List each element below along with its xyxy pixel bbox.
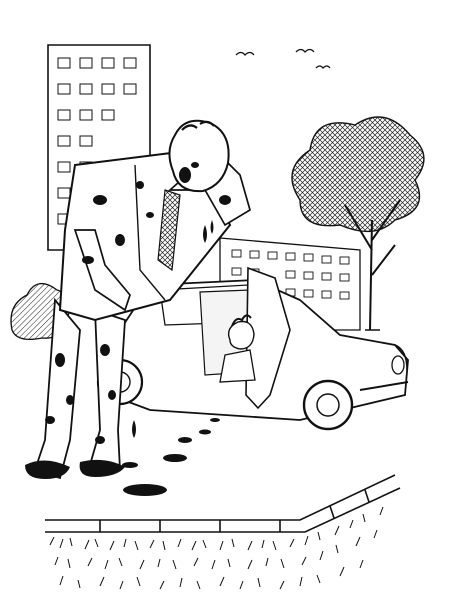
drip-1: [203, 225, 207, 243]
open-car-door: [245, 266, 291, 410]
necktie: [157, 189, 181, 272]
head: [168, 119, 230, 193]
driver: [219, 314, 256, 383]
tree: [291, 116, 425, 331]
ink-puddles: [122, 418, 220, 496]
car-headlight: [391, 355, 405, 375]
bird-2: [295, 48, 315, 53]
car: [96, 266, 409, 431]
birds: [235, 48, 331, 69]
bird-3: [315, 65, 331, 69]
bird-1: [235, 51, 255, 56]
grass: [49, 506, 384, 590]
drip-3: [132, 420, 136, 438]
curb: [45, 474, 401, 533]
ink-splatter: [45, 162, 231, 444]
splattered-man: [25, 119, 251, 480]
drip-2: [210, 220, 214, 234]
